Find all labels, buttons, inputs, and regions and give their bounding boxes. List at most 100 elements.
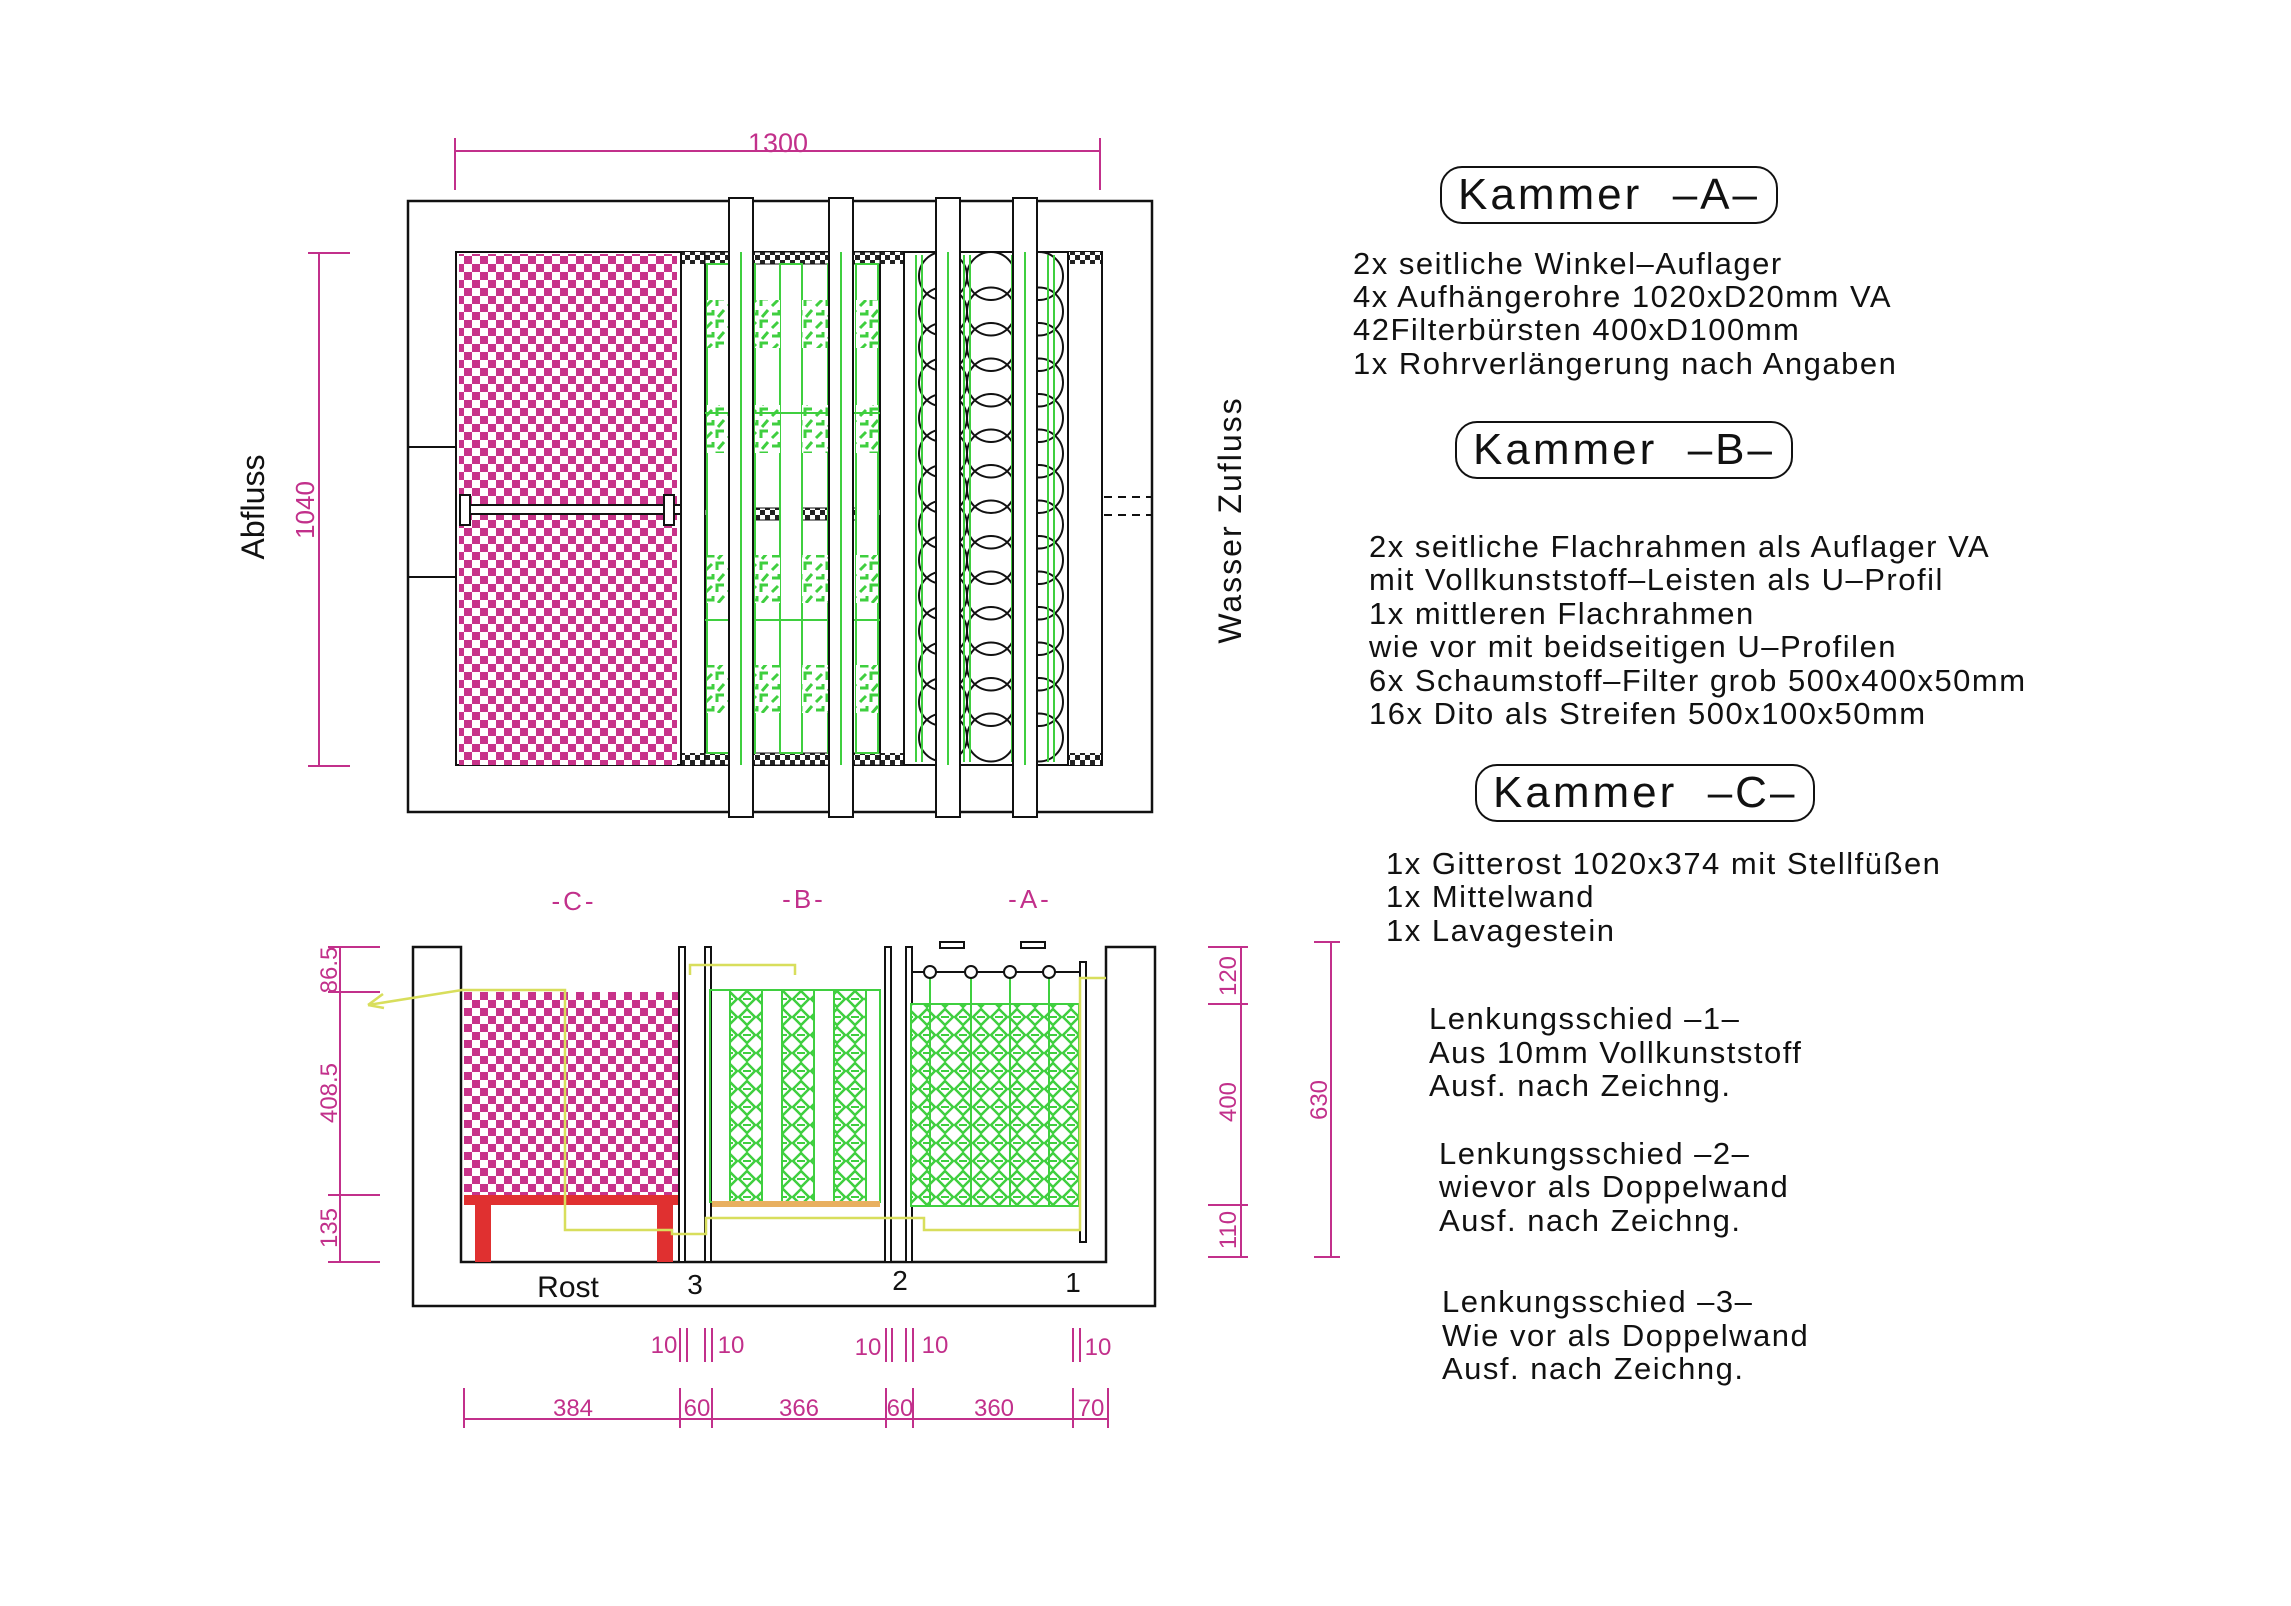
wall-dim: 10 [855, 1334, 882, 1361]
section-chamber-b-media [709, 989, 881, 1207]
kammer-c-line: 1x Mittelwand [1386, 879, 1596, 914]
wall-dim: 10 [1085, 1334, 1112, 1361]
baffle-2-label: 2 [892, 1265, 908, 1296]
baffle-3-note: Ausf. nach Zeichng. [1442, 1351, 1745, 1386]
section-chamber-a-media [910, 941, 1080, 1207]
baffle-2-note: Lenkungsschied –2– [1439, 1136, 1751, 1171]
wall-dim: 10 [718, 1332, 745, 1359]
chamber-c-divider [459, 494, 680, 526]
dim-left-mid: 408.5 [316, 1063, 343, 1123]
bottom-chain-dimension [463, 1388, 1109, 1428]
dim-right-bot: 110 [1215, 1211, 1242, 1249]
plan-tank-outline [406, 199, 1154, 814]
flow-arrow [367, 992, 385, 1010]
dim-right-top: 120 [1215, 956, 1242, 996]
filter-brush [966, 535, 1016, 585]
water-flow-path-b [688, 963, 797, 975]
baffle-2-note: wievor als Doppelwand [1439, 1169, 1790, 1204]
wall-dim: 10 [651, 1332, 678, 1359]
kammer-c-title-text: Kammer –C– [1493, 768, 1798, 817]
baffle-3-note: Wie vor als Doppelwand [1442, 1318, 1810, 1353]
plan-height-text: 1040 [290, 481, 320, 539]
kammer-b-line: mit Vollkunststoff–Leisten als U–Profil [1369, 562, 1944, 597]
plan-baffle-2 [879, 251, 905, 766]
bottom-dim: 366 [779, 1395, 819, 1422]
filter-brush [966, 499, 1016, 550]
bottom-dim: 384 [553, 1395, 593, 1422]
kammer-b-line: wie vor mit beidseitigen U–Profilen [1369, 629, 1898, 664]
section-label-b: -B- [782, 884, 826, 914]
filter-brush [966, 322, 1016, 372]
kammer-a-line: 4x Aufhängerohre 1020xD20mm VA [1353, 279, 1893, 314]
filter-brush [966, 428, 1016, 479]
section-tank-outline [411, 945, 1157, 1308]
kammer-a-title-text: Kammer –A– [1458, 170, 1760, 219]
filter-brush [966, 606, 1016, 656]
inlet-label: Wasser Zufluss [1212, 396, 1248, 643]
filter-brush [966, 393, 1016, 443]
bottom-dim: 60 [887, 1395, 914, 1422]
filter-brush [966, 464, 1016, 514]
baffle-3-label: 3 [687, 1269, 703, 1300]
wall-thickness-dims [679, 1328, 1081, 1362]
dim-total-height: 630 [1306, 1080, 1333, 1120]
baffle-3-note: Lenkungsschied –3– [1442, 1284, 1754, 1319]
baffle-2-note: Ausf. nach Zeichng. [1439, 1203, 1742, 1238]
kammer-b-line: 16x Dito als Streifen 500x100x50mm [1369, 696, 1927, 731]
grate-foot-left [475, 1205, 491, 1262]
plan-width-dimension [454, 138, 1101, 190]
water-flow-path [367, 976, 1106, 1236]
kammer-b-title: Kammer –B– [1455, 421, 1793, 479]
chamber-c-panel-top [459, 254, 677, 504]
filter-brush [966, 570, 1016, 621]
kammer-a-line: 1x Rohrverlängerung nach Angaben [1353, 346, 1898, 381]
baffle-1-note: Lenkungsschied –1– [1429, 1001, 1741, 1036]
kammer-b-line: 6x Schaumstoff–Filter grob 500x400x50mm [1369, 663, 2027, 698]
kammer-a-line: 2x seitliche Winkel–Auflager [1353, 246, 1783, 281]
dim-left-top: 86.5 [316, 947, 343, 994]
section-baffle-3-wall-a [678, 946, 686, 1263]
section-view: -C- -B- -A- [316, 884, 1340, 1428]
plan-width-text: 1300 [748, 128, 808, 158]
baffle-1-note: Aus 10mm Vollkunststoff [1429, 1035, 1803, 1070]
grate-top [464, 1195, 680, 1205]
kammer-b-line: 1x mittleren Flachrahmen [1369, 596, 1755, 631]
kammer-c-line: 1x Lavagestein [1386, 913, 1616, 948]
filter-brush [966, 677, 1016, 727]
wall-dim: 10 [922, 1332, 949, 1359]
bottom-dim: 70 [1078, 1395, 1105, 1422]
kammer-b-title-text: Kammer –B– [1473, 425, 1775, 474]
kammer-c-line: 1x Gitterost 1020x374 mit Stellfüßen [1386, 846, 1942, 881]
dim-right-mid: 400 [1215, 1082, 1242, 1122]
section-label-a: -A- [1008, 884, 1052, 914]
outlet-pipe [408, 446, 456, 578]
filter-brush [966, 251, 1016, 301]
section-chamber-c-media [464, 992, 680, 1195]
dim-left-bot: 135 [316, 1208, 343, 1248]
kammer-c-title: Kammer –C– [1475, 764, 1816, 822]
bottom-dim: 360 [974, 1395, 1014, 1422]
filter-brush [966, 641, 1016, 692]
grate-foot-right [657, 1205, 673, 1262]
plan-support-beams-inner [740, 252, 1026, 765]
filter-brush [966, 357, 1016, 408]
plan-view: 1300 1040 Abfluss Wasser Zufluss [235, 128, 1248, 818]
section-baffle-2-wall-a [884, 946, 892, 1263]
baffle-1-label: 1 [1065, 1267, 1081, 1298]
plan-baffle-3 [680, 251, 706, 766]
bottom-dim: 60 [684, 1395, 711, 1422]
section-label-c: -C- [551, 886, 596, 916]
kammer-a-title: Kammer –A– [1440, 166, 1778, 224]
kammer-a-line: 42Filterbürsten 400xD100mm [1353, 312, 1801, 347]
chamber-c-panel-bottom [459, 515, 677, 765]
inlet-pipe [1104, 496, 1152, 516]
baffle-1-note: Ausf. nach Zeichng. [1429, 1068, 1732, 1103]
filter-brush [966, 712, 1016, 763]
section-left-dimension [328, 946, 380, 1263]
plan-height-dimension [308, 252, 350, 767]
kammer-b-line: 2x seitliche Flachrahmen als Auflager VA [1369, 529, 1991, 564]
chamber-b-filter-strips [705, 263, 880, 754]
outlet-label: Abfluss [235, 455, 271, 560]
plan-baffle-1 [1067, 251, 1103, 766]
